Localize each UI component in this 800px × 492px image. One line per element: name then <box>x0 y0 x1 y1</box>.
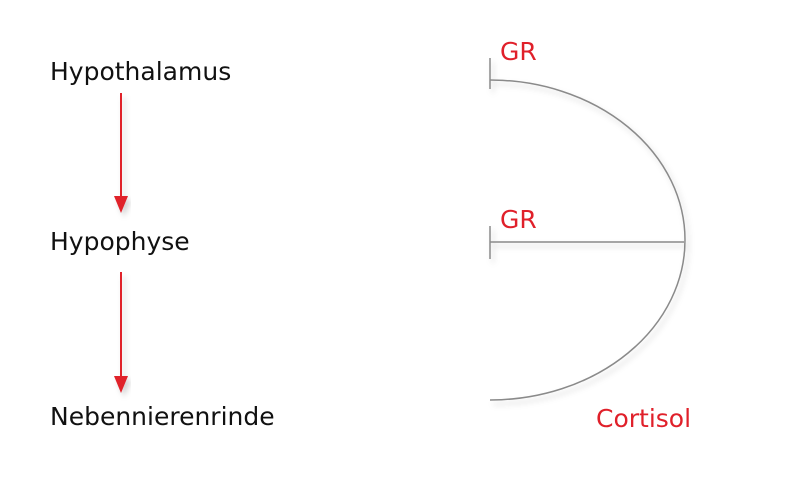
nebennierenrinde-label: Nebennierenrinde <box>50 402 275 431</box>
feedback-loop <box>489 58 686 401</box>
arrow-head <box>114 376 128 393</box>
arrow-head <box>114 196 128 213</box>
cortisol-label: Cortisol <box>596 404 691 433</box>
hypophyse-label: Hypophyse <box>50 227 190 256</box>
arrow-hypophyse-to-nebennierenrinde <box>114 272 128 393</box>
feedback-arc <box>489 79 686 401</box>
hypothalamus-label: Hypothalamus <box>50 57 231 86</box>
gr-label-middle: GR <box>500 205 537 234</box>
arrow-hypothalamus-to-hypophyse <box>114 93 128 213</box>
gr-label-top: GR <box>500 37 537 66</box>
